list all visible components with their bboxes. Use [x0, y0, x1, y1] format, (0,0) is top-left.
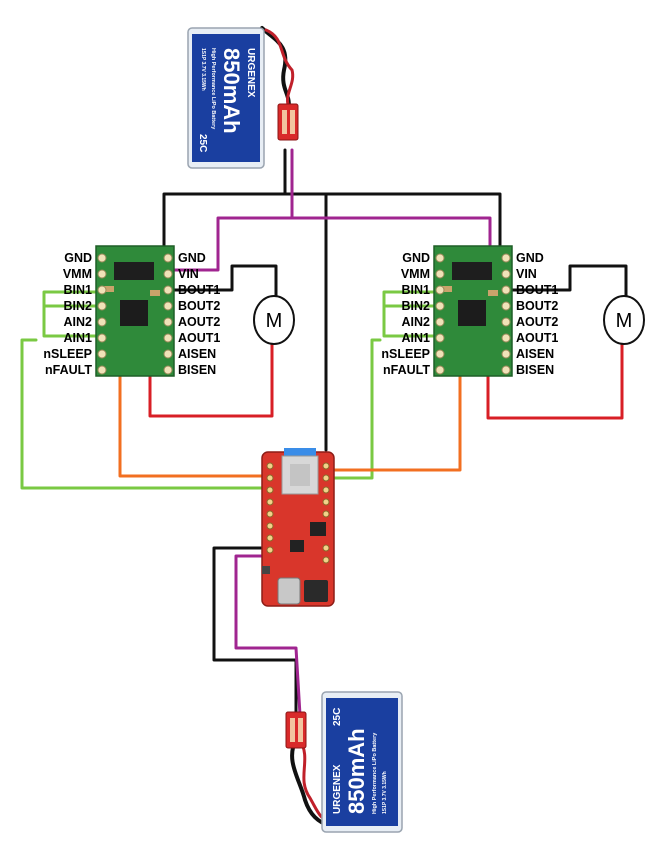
- pin-label: BIN1: [402, 283, 431, 297]
- jst-connector-bottom: [285, 711, 307, 749]
- battery-top-rating: 25C: [197, 134, 208, 152]
- pin-label: AISEN: [178, 347, 216, 361]
- jst-connector-top: [277, 103, 299, 141]
- battery-top-subtitle: High Performance LiPo Battery: [210, 48, 216, 130]
- pin-label: AIN1: [64, 331, 93, 345]
- motor-driver-left: [95, 245, 175, 377]
- top-battery-lead-power: [264, 28, 295, 112]
- bottom-power-wire: [234, 554, 302, 717]
- pin-label: BIN1: [64, 283, 93, 297]
- left-driver-pin-holes: [97, 253, 173, 375]
- pin-label: GND: [402, 251, 430, 265]
- battery-bottom-brand: URGENEX: [332, 764, 343, 814]
- bottom-gnd-wire: [212, 546, 298, 717]
- motor-left-label: M: [266, 310, 283, 332]
- bottom-battery-lead: [290, 738, 332, 828]
- pin-label: AIN1: [402, 331, 431, 345]
- right-driver-labels-right: GND VIN BOUT1 BOUT2 AOUT2 AOUT1 AISEN BI…: [516, 251, 558, 377]
- pin-label: GND: [178, 251, 206, 265]
- mcu-pin-holes: [266, 462, 330, 564]
- pin-label: GND: [516, 251, 544, 265]
- pin-label: BIN2: [64, 299, 93, 313]
- motor-driver-right: [433, 245, 513, 377]
- right-motor-black: [506, 264, 628, 302]
- pin-label: nFAULT: [45, 363, 92, 377]
- pin-label: VMM: [63, 267, 92, 281]
- pin-label: AIN2: [64, 315, 93, 329]
- battery-top: URGENEX 850mAh High Performance LiPo Bat…: [187, 27, 265, 169]
- pin-label: AOUT2: [516, 315, 558, 329]
- pin-label: AOUT1: [516, 331, 558, 345]
- top-battery-lead: [260, 26, 291, 112]
- pin-label: nSLEEP: [43, 347, 92, 361]
- battery-bottom-rating: 25C: [332, 708, 343, 726]
- pin-label: BISEN: [178, 363, 216, 377]
- pin-label: BOUT1: [178, 283, 220, 297]
- battery-top-capacity: 850mAh: [219, 48, 244, 134]
- motor-right-label: M: [616, 310, 633, 332]
- pin-label: AIN2: [402, 315, 431, 329]
- pin-label: GND: [64, 251, 92, 265]
- pin-label: VIN: [516, 267, 537, 281]
- pin-label: BOUT2: [516, 299, 558, 313]
- right-driver-labels-left: GND VMM BIN1 BIN2 AIN2 AIN1 nSLEEP nFAUL…: [381, 251, 430, 377]
- pin-label: BOUT2: [178, 299, 220, 313]
- left-motor-black: [168, 264, 278, 302]
- left-driver-labels-left: GND VMM BIN1 BIN2 AIN2 AIN1 nSLEEP nFAUL…: [43, 251, 92, 377]
- power-bus-top: [170, 148, 492, 272]
- battery-top-brand: URGENEX: [245, 48, 256, 98]
- battery-bottom: URGENEX 850mAh High Performance LiPo Bat…: [321, 691, 403, 833]
- motor-right: M: [603, 295, 645, 345]
- battery-top-spec: 1S1P 3.7V 3.15Wh: [200, 48, 206, 91]
- pin-label: BISEN: [516, 363, 554, 377]
- motor-left: M: [253, 295, 295, 345]
- pin-label: VIN: [178, 267, 199, 281]
- pin-label: AOUT2: [178, 315, 220, 329]
- pin-label: AOUT1: [178, 331, 220, 345]
- pin-label: VMM: [401, 267, 430, 281]
- left-driver-labels-right: GND VIN BOUT1 BOUT2 AOUT2 AOUT1 AISEN BI…: [178, 251, 220, 377]
- battery-bottom-spec: 1S1P 3.7V 3.15Wh: [382, 771, 388, 814]
- pin-label: BIN2: [402, 299, 431, 313]
- right-green-wire: [328, 290, 452, 480]
- gnd-bus-top: [162, 148, 502, 452]
- microcontroller-board: [261, 448, 335, 607]
- battery-bottom-capacity: 850mAh: [344, 728, 369, 814]
- pin-label: nFAULT: [383, 363, 430, 377]
- pin-label: BOUT1: [516, 283, 558, 297]
- pin-label: nSLEEP: [381, 347, 430, 361]
- pin-label: AISEN: [516, 347, 554, 361]
- battery-bottom-subtitle: High Performance LiPo Battery: [372, 732, 378, 814]
- right-driver-pin-holes: [435, 253, 511, 375]
